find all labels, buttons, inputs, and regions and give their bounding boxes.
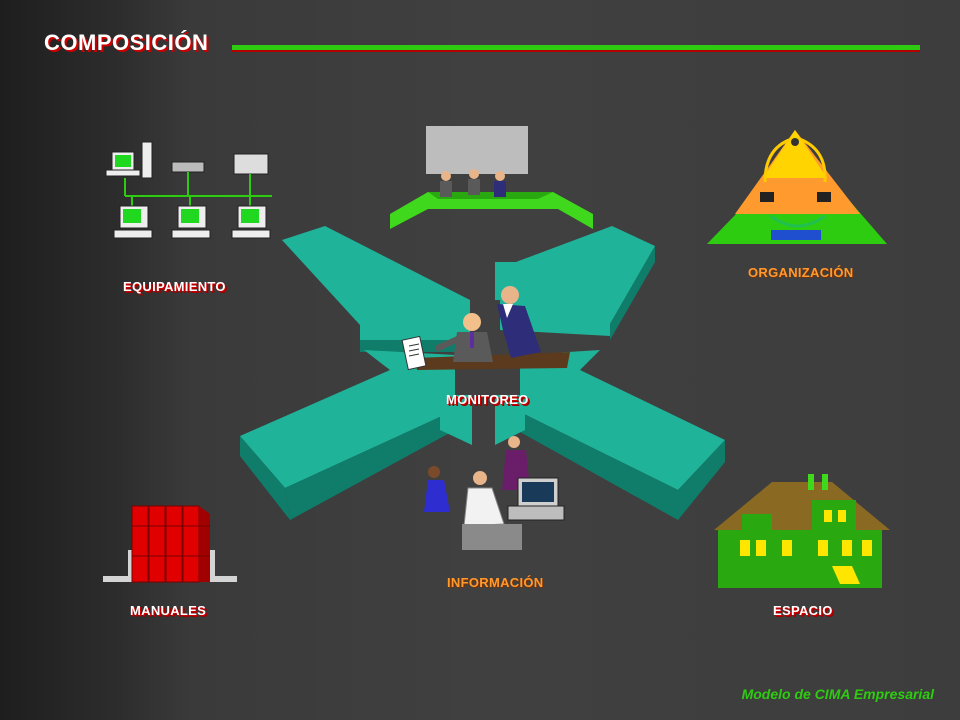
label-informacion: INFORMACIÓN bbox=[447, 575, 544, 590]
label-monitoreo: MONITOREO bbox=[446, 392, 529, 407]
label-manuales: MANUALES bbox=[130, 603, 207, 618]
space-building-illustration bbox=[714, 474, 890, 588]
title-underline bbox=[232, 45, 920, 50]
label-organizacion: ORGANIZACIÓN bbox=[748, 265, 854, 280]
slide-title: COMPOSICIÓN bbox=[44, 30, 209, 55]
information-workers-illustration bbox=[424, 436, 565, 550]
manuals-books-illustration bbox=[103, 505, 237, 583]
label-espacio: ESPACIO bbox=[773, 603, 833, 618]
meeting-room-illustration bbox=[390, 126, 593, 229]
footer-caption: Modelo de CIMA Empresarial bbox=[741, 686, 934, 702]
label-equipamiento: EQUIPAMIENTO bbox=[123, 279, 226, 294]
monitoring-meeting-illustration bbox=[401, 286, 570, 371]
equipment-network-illustration bbox=[105, 141, 272, 239]
organization-pyramid-illustration bbox=[707, 130, 887, 244]
